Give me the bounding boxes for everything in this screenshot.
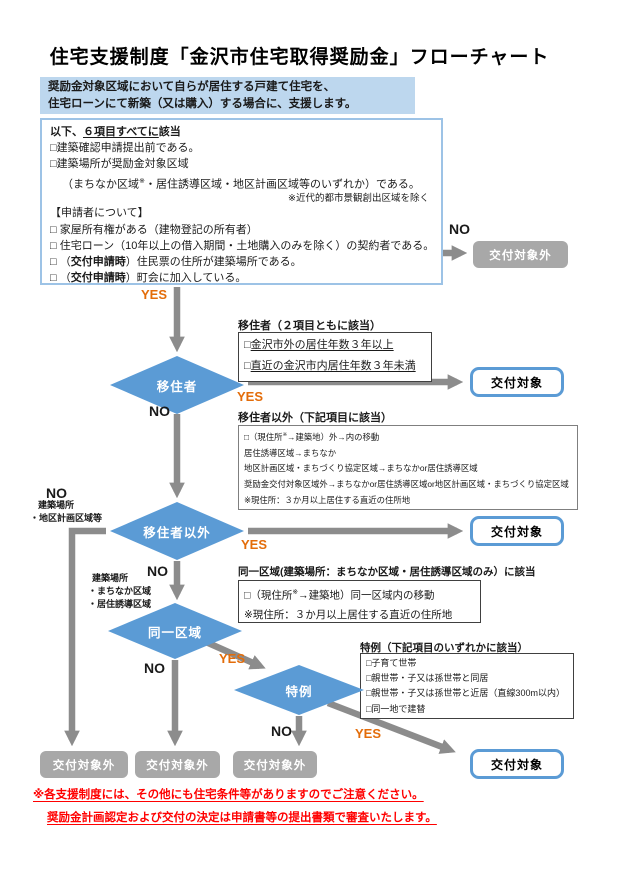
result-eligible-3: 交付対象	[470, 749, 564, 779]
tokurei-item-4: □同一地で建替	[366, 703, 426, 714]
condition-item-6: □ （交付申請時）町会に加入している。	[50, 272, 247, 285]
igai-line-5: ※現住所：３か月以上居住する直近の住所地	[244, 494, 411, 505]
igai-line-4: 奨励金交付対象区域外→まちなかor居住誘導区域or地区計画区域・まちづくり協定区…	[244, 479, 569, 490]
branch-note-machinaka-line2: ・まちなか区域	[88, 586, 152, 596]
igai-line-1: □（現住所※→建築地）外→内の移動	[244, 431, 380, 442]
label-no-2: NO	[149, 403, 170, 419]
arrow-doitsu-yes-to-tokurei	[204, 639, 266, 670]
branch-note-machinaka-line1: 建築場所	[92, 573, 129, 583]
doitsu-line-1: □（現住所※→建築地）同一区域内の移動	[244, 589, 435, 602]
applicant-heading: 【申請者について】	[50, 207, 149, 220]
arrow-tokurei-yes-to-eligible3	[326, 699, 456, 754]
label-yes-1: YES	[141, 287, 168, 302]
tokurei-box: □子育て世帯 □親世帯・子又は孫世帯と同居 □親世帯・子又は孫世帯と近居（直線3…	[360, 653, 574, 719]
tokurei-item-3: □親世帯・子又は孫世帯と近居（直線300m以内）	[366, 688, 565, 699]
condition-item-1: □建築確認申請提出前である。	[50, 142, 200, 155]
tokurei-item-1: □子育て世帯	[366, 658, 417, 668]
result-not-eligible-2: 交付対象外	[135, 751, 220, 778]
label-yes-5: YES	[355, 726, 382, 741]
ijusha-item-2: □直近の金沢市内居住年数３年未満	[244, 360, 416, 372]
igai-line-3: 地区計画区域・まちづくり協定区域→まちなかor居住誘導区域	[244, 463, 478, 474]
label-no-3: NO	[147, 563, 168, 579]
igai-line-2: 居住誘導区域→まちなか	[244, 447, 337, 458]
label-no-left: NO	[46, 485, 67, 501]
doitsu-line-2: ※現住所：３か月以上居住する直近の住所地	[244, 608, 453, 621]
branch-note-chiku-line1: 建築場所	[38, 500, 75, 510]
footer-note-1: ※各支援制度には、その他にも住宅条件等がありますのでご注意ください。	[33, 789, 424, 801]
result-not-eligible-top: 交付対象外	[473, 241, 568, 268]
doitsu-box: □（現住所※→建築地）同一区域内の移動 ※現住所：３か月以上居住する直近の住所地	[238, 580, 481, 623]
label-yes-2: YES	[237, 389, 264, 404]
branch-note-machinaka: 建築場所 ・まちなか区域 ・居住誘導区域	[88, 572, 151, 611]
condition-item-2-sub: （まちなか区域※・居住誘導区域・地区計画区域等のいずれか）である。	[62, 176, 420, 191]
intro-line2: 住宅ローンにて新築（又は購入）する場合に、支援します。	[48, 98, 357, 110]
page-title: 住宅支援制度「金沢市住宅取得奨励金」フローチャート	[49, 47, 550, 68]
conditions-box: 以下、６項目すべてに該当 □建築確認申請提出前である。 □建築場所が奨励金対象区…	[40, 118, 443, 285]
conditions-heading: 以下、６項目すべてに該当	[50, 126, 181, 138]
footer-note-2: 奨励金計画認定および交付の決定は申請書等の提出書類で審査いたします。	[47, 812, 437, 824]
tokurei-item-2: □親世帯・子又は孫世帯と同居	[366, 673, 489, 684]
arrow-igai-no-left-down	[64, 527, 106, 747]
intro-box: 奨励金対象区域において自らが居住する戸建て住宅を、 住宅ローンにて新築（又は購入…	[40, 77, 415, 114]
igai-box: □（現住所※→建築地）外→内の移動 居住誘導区域→まちなか 地区計画区域・まちづ…	[238, 425, 578, 510]
result-eligible-2: 交付対象	[470, 516, 564, 546]
condition-note: ※近代的都市景観創出区域を除く	[288, 193, 429, 205]
ijusha-box: □金沢市外の居住年数３年以上 □直近の金沢市内居住年数３年未満	[238, 332, 432, 382]
condition-item-3: □ 家屋所有権がある（建物登記の所有者）	[50, 223, 258, 236]
tokurei-box-heading: 特例（下記項目のいずれかに該当）	[360, 642, 528, 654]
result-not-eligible-3: 交付対象外	[233, 751, 317, 778]
condition-item-5: □ （交付申請時）住民票の住所が建築場所である。	[50, 256, 302, 269]
label-no-top: NO	[449, 221, 470, 237]
label-yes-3: YES	[241, 537, 268, 552]
label-no-4: NO	[144, 660, 165, 676]
condition-item-2: □建築場所が奨励金対象区域	[50, 158, 189, 171]
ijusha-item-1: □金沢市外の居住年数３年以上	[244, 339, 394, 351]
condition-item-4: □ 住宅ローン（10年以上の借入期間・土地購入のみを除く）の契約者である。	[50, 239, 435, 252]
label-no-5: NO	[271, 723, 292, 739]
branch-note-chiku: 建築場所 ・地区計画区域等	[30, 499, 102, 525]
igai-box-heading: 移住者以外（下記項目に該当）	[238, 412, 392, 424]
doitsu-box-heading: 同一区域(建築場所：まちなか区域・居住誘導区域のみ）に該当	[238, 566, 536, 578]
branch-note-chiku-line2: ・地区計画区域等	[30, 513, 103, 523]
ijusha-box-heading: 移住者（２項目ともに該当）	[238, 320, 381, 332]
label-yes-4: YES	[219, 651, 246, 666]
branch-note-machinaka-line3: ・居住誘導区域	[88, 599, 152, 609]
intro-line1: 奨励金対象区域において自らが居住する戸建て住宅を、	[48, 81, 336, 93]
result-eligible-1: 交付対象	[470, 367, 564, 397]
result-not-eligible-1: 交付対象外	[40, 751, 128, 778]
